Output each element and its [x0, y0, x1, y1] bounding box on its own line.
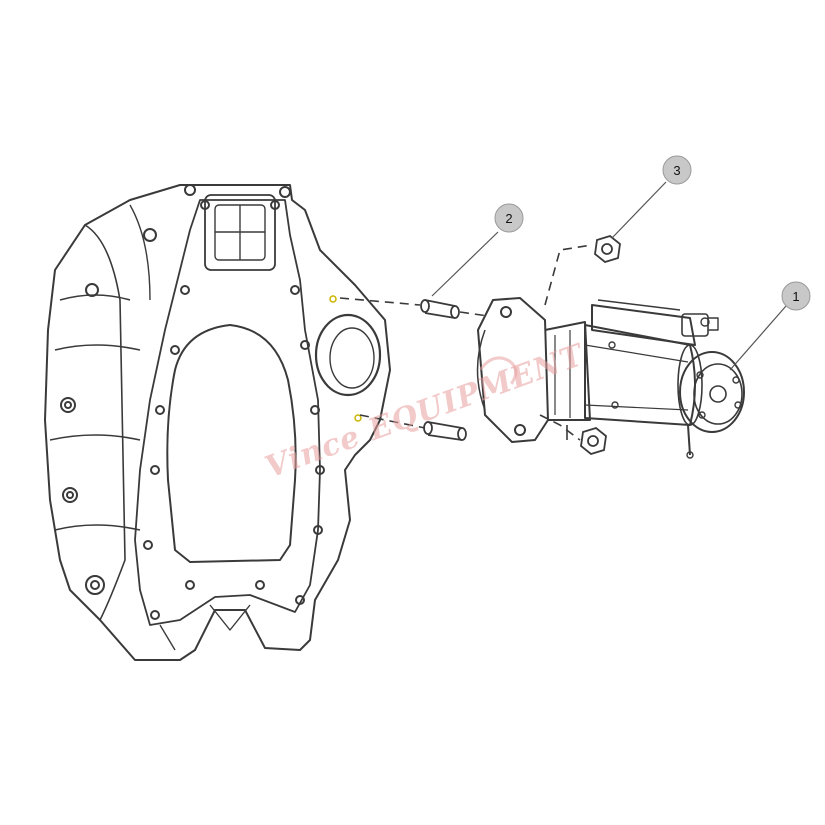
watermark-logo: Vince EQUIPMENT: [261, 337, 591, 485]
nut-lower: [580, 426, 607, 456]
nut-upper: [594, 234, 621, 264]
callout-3-bubble: 3: [662, 155, 692, 185]
callout-3-label: 3: [673, 163, 680, 178]
assembly-lines: [339, 244, 593, 441]
starter-motor: [476, 297, 745, 459]
callout-2-label: 2: [505, 211, 512, 226]
stud-upper: [420, 299, 460, 319]
flywheel-housing: [44, 184, 391, 661]
callout-1-label: 1: [792, 289, 799, 304]
callout-2-bubble: 2: [494, 203, 524, 233]
callout-leaders: [431, 181, 787, 371]
callout-1-bubble: 1: [781, 281, 811, 311]
